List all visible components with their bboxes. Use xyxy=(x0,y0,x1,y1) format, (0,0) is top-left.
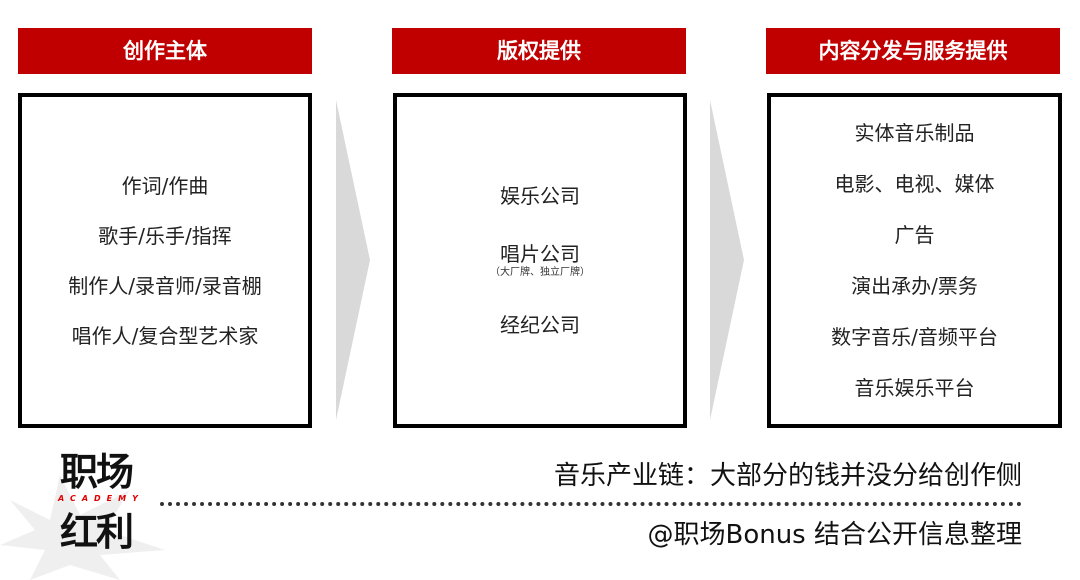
list-item: 实体音乐制品 xyxy=(854,121,975,145)
list-item-with-note: 唱片公司 （大厂牌、独立厂牌） xyxy=(490,242,590,279)
box-copyright: 娱乐公司 唱片公司 （大厂牌、独立厂牌） 经纪公司 xyxy=(393,93,687,428)
list-item: 唱作人/复合型艺术家 xyxy=(71,323,259,348)
caption-credit: @职场Bonus 结合公开信息整理 xyxy=(647,520,1022,550)
header-distribution: 内容分发与服务提供 xyxy=(766,28,1060,74)
list-item: 数字音乐/音频平台 xyxy=(831,325,998,349)
dotted-divider xyxy=(160,502,1022,506)
list-item-label: 唱片公司 xyxy=(500,242,580,266)
box-creators: 作词/作曲 歌手/乐手/指挥 制作人/录音师/录音棚 唱作人/复合型艺术家 xyxy=(18,93,312,428)
header-creators: 创作主体 xyxy=(18,28,312,74)
list-item-note: （大厂牌、独立厂牌） xyxy=(490,267,590,278)
list-item: 娱乐公司 xyxy=(500,184,580,208)
list-item: 歌手/乐手/指挥 xyxy=(98,223,232,248)
starburst-icon xyxy=(0,475,165,580)
box-distribution: 实体音乐制品 电影、电视、媒体 广告 演出承办/票务 数字音乐/音频平台 音乐娱… xyxy=(767,93,1062,428)
list-item: 制作人/录音师/录音棚 xyxy=(68,273,262,298)
logo-text-top: 职场 xyxy=(60,450,134,494)
logo-text-bottom: 红利 xyxy=(60,510,134,554)
chevron-right-arrow-icon xyxy=(336,100,370,420)
list-item: 演出承办/票务 xyxy=(851,274,978,298)
logo-academy: ACADEMY xyxy=(58,494,144,503)
caption-title: 音乐产业链：大部分的钱并没分给创作侧 xyxy=(553,461,1022,491)
list-item: 经纪公司 xyxy=(500,313,580,337)
chevron-right-arrow-icon xyxy=(710,100,744,420)
list-item: 广告 xyxy=(894,223,935,247)
list-item: 电影、电视、媒体 xyxy=(834,172,995,196)
header-copyright: 版权提供 xyxy=(392,28,686,74)
list-item: 作词/作曲 xyxy=(121,173,209,198)
list-item: 音乐娱乐平台 xyxy=(854,376,975,400)
